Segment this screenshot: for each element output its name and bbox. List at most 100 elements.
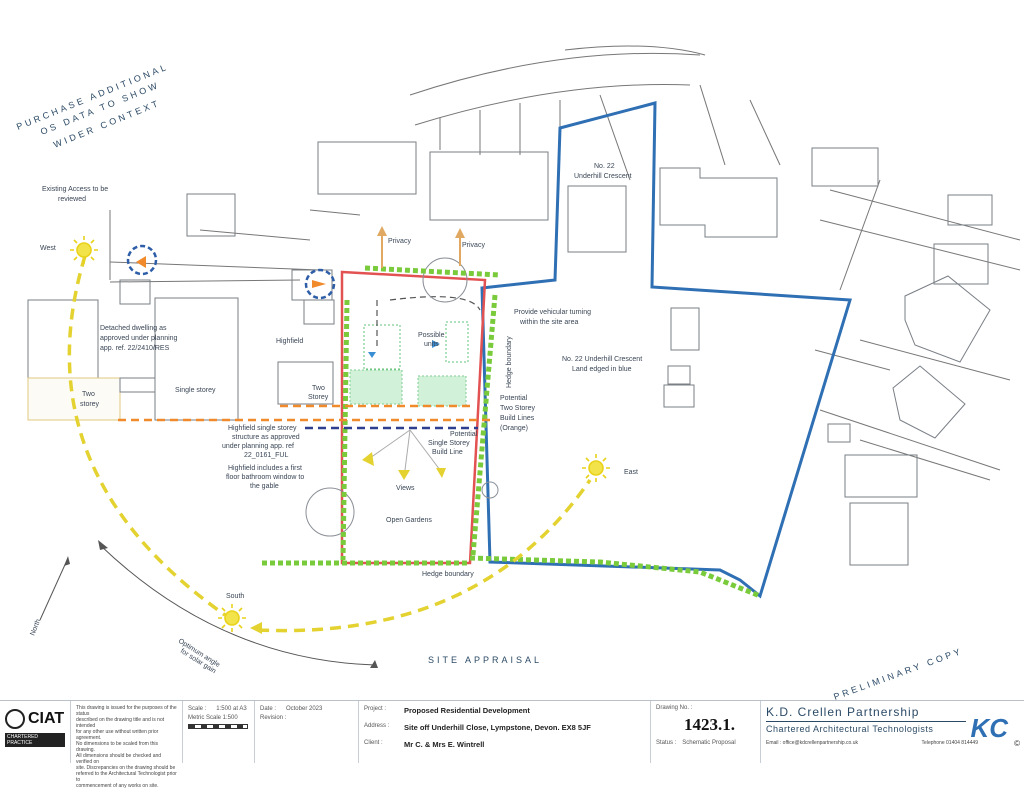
hedge-right-label: Hedge boundary <box>506 336 513 388</box>
scale-bar <box>188 724 248 729</box>
hedge-lines <box>262 265 761 599</box>
no22-2: Underhill Crescent <box>574 173 632 180</box>
views-label: Views <box>396 485 415 492</box>
arc-arrow-end <box>370 660 378 668</box>
access-track <box>389 296 481 311</box>
highfield-structure-3: under planning app. ref <box>222 443 294 450</box>
drawing-cell: Drawing No. : 1423.1. Status : Schematic… <box>650 701 760 763</box>
east-label: East <box>624 469 638 476</box>
drawing-no-key: Drawing No. : <box>656 705 693 711</box>
red-site-boundary <box>340 270 487 565</box>
north-label: North <box>29 618 42 637</box>
firm-email: Email : office@kdcrellenpartnership.co.u… <box>766 740 858 746</box>
possible-units-hatch <box>349 321 469 407</box>
access-arrow-left <box>136 256 146 268</box>
highfield-label: Highfield <box>276 338 303 345</box>
two-storey-lines-2: Two Storey <box>500 405 536 412</box>
two-storey-lines-1: Potential <box>500 395 528 402</box>
highfield-structure-1: Highfield single storey <box>228 425 297 432</box>
turning-2: within the site area <box>519 319 578 326</box>
ciat-cell: CIAT CHARTERED PRACTICE <box>0 701 70 763</box>
single-storey-line-3: Build Line <box>432 449 463 456</box>
kc-logo: KC <box>970 713 1008 743</box>
possible-units-2: units <box>424 341 439 348</box>
privacy-arrow-head-2 <box>455 228 465 238</box>
address-value: Site off Underhill Close, Lympstone, Dev… <box>404 723 591 732</box>
purchase-note: PURCHASE ADDITIONAL OS DATA TO SHOW WIDE… <box>15 62 170 150</box>
blue-marker-2 <box>432 340 440 348</box>
detached-3: app. ref. 22/2410/RES <box>100 345 170 352</box>
two-storey-mid-1: Two <box>312 385 325 392</box>
disclaimer-5: All dimensions should be checked and ver… <box>76 753 162 765</box>
solar-gain-arc <box>99 544 376 666</box>
highfield-structure-4: 22_0161_FUL <box>244 452 288 459</box>
two-storey-mid-2: Storey <box>308 394 329 401</box>
privacy-label-1: Privacy <box>388 238 411 245</box>
purchase-line-1: PURCHASE ADDITIONAL <box>15 62 170 132</box>
ciat-logo: CIAT <box>28 710 65 727</box>
firm-sub: Chartered Architectural Technologists <box>766 724 934 734</box>
sun-path-west <box>67 255 227 617</box>
address-key: Address : <box>364 723 390 729</box>
revision-key: Revision : <box>260 715 287 721</box>
west-label: West <box>40 245 56 252</box>
single-storey-line-1: Potential <box>450 431 478 438</box>
access-marker-right <box>304 268 336 300</box>
scale-cell: Scale : 1:500 at A3 Metric Scale 1:500 <box>182 701 254 763</box>
site-plan: PURCHASE ADDITIONAL OS DATA TO SHOW WIDE… <box>15 45 1021 700</box>
existing-access-2: reviewed <box>58 196 86 203</box>
scale-value: 1:500 at A3 <box>216 706 247 712</box>
preliminary-copy: PRELIMINARY COPY <box>832 646 964 700</box>
ciat-emblem-icon <box>5 709 25 729</box>
blue-marker-1 <box>368 352 376 358</box>
sun-icon-east <box>582 454 610 482</box>
sun-icon-west <box>70 236 98 264</box>
disclaimer-2: described on the drawing title and is no… <box>76 717 165 729</box>
link-block <box>119 377 156 393</box>
client-value: Mr C. & Mrs E. Wintrell <box>404 740 485 749</box>
firm-cell: K.D. Crellen Partnership Chartered Archi… <box>760 701 1024 763</box>
date-key: Date : <box>260 706 277 712</box>
hedge-bottom-label: Hedge boundary <box>422 571 474 578</box>
turning-1: Provide vehicular turning <box>514 309 591 316</box>
single-storey-line-2: Single Storey <box>428 440 470 447</box>
two-storey-lines-4: (Orange) <box>500 425 528 432</box>
access-arrow-right <box>312 280 326 288</box>
highfield-window-1: Highfield includes a first <box>228 465 302 472</box>
firm-name: K.D. Crellen Partnership <box>766 705 920 719</box>
status-key: Status : <box>656 740 677 746</box>
context-buildings <box>27 141 993 566</box>
disclaimer-1: This drawing is issued for the purposes … <box>76 705 177 717</box>
project-cell: Project : Proposed Residential Developme… <box>358 701 650 763</box>
drawing-no-value: 1423.1. <box>684 715 735 734</box>
highfield-structure-2: structure as approved <box>232 434 300 441</box>
project-value: Proposed Residential Development <box>404 706 530 715</box>
sun-icon-south <box>218 604 246 632</box>
no22-land-1: No. 22 Underhill Crescent <box>562 356 642 363</box>
detached-2: approved under planning <box>100 335 178 342</box>
views-arrows <box>369 429 441 471</box>
privacy-label-2: Privacy <box>462 242 485 249</box>
privacy-arrows <box>381 232 461 268</box>
views-arrow-heads <box>362 452 446 480</box>
two-storey-left-2: storey <box>80 401 100 408</box>
open-gardens-label: Open Gardens <box>386 517 432 524</box>
ciat-sub: CHARTERED PRACTICE <box>5 733 65 747</box>
metric-scale: Metric Scale 1:500 <box>188 715 238 721</box>
arc-arrow-start <box>98 540 108 550</box>
disclaimer-8: commencement of any works on site. <box>76 783 159 789</box>
disclaimer-4: No dimensions to be scaled from this dra… <box>76 741 158 753</box>
south-label: South <box>226 593 244 600</box>
trees <box>305 257 499 537</box>
site-appraisal-title: SITE APPRAISAL <box>428 655 542 665</box>
detached-1: Detached dwelling as <box>100 325 167 332</box>
access-marker-left <box>126 244 158 276</box>
context-linework <box>109 45 1021 481</box>
single-storey-label: Single storey <box>175 387 216 394</box>
copyright-mark: © <box>1014 739 1020 748</box>
scale-key: Scale : <box>188 706 207 712</box>
firm-telephone: Telephone 01404 814449 <box>921 740 978 746</box>
client-key: Client : <box>364 740 383 746</box>
north-arrow-icon <box>39 556 70 621</box>
disclaimer-3: for any other use without written prior … <box>76 729 159 741</box>
